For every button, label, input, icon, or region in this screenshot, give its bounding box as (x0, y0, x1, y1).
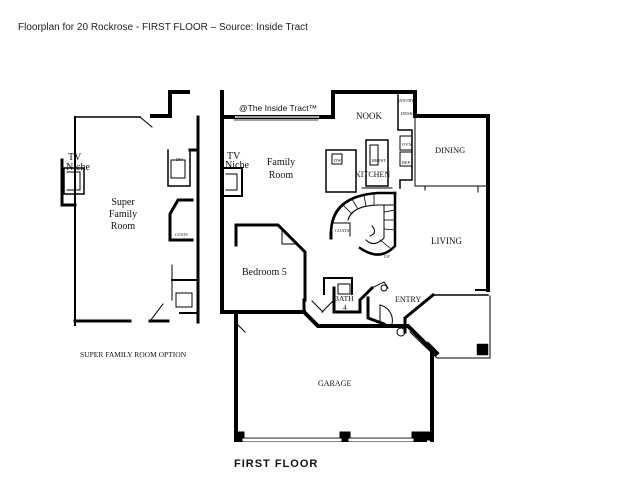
pantry-label: PANTRY (397, 98, 415, 103)
dining-label: DINING (435, 145, 465, 155)
main-plan-labels: @The Inside Tract™ TV Niche Family Room … (225, 98, 465, 388)
main-plan-walls (220, 90, 491, 442)
garage-label: GARAGE (318, 379, 351, 388)
dw-label: DW (334, 158, 342, 163)
bath-number: 4 (343, 303, 347, 312)
living-label: LIVING (431, 236, 462, 246)
option-dw-label: DW (176, 157, 183, 162)
option-niche-label: Niche (66, 162, 90, 173)
stairs-up-label: UP (384, 254, 390, 259)
niche-label: Niche (225, 160, 249, 171)
option-plan-walls (60, 90, 200, 326)
page-title: Floorplan for 20 Rockrose - FIRST FLOOR … (18, 22, 308, 33)
first-floor-caption: FIRST FLOOR (234, 458, 319, 470)
super-family-room-label-line2: Family (109, 209, 137, 220)
bkfst-label: BKFST (372, 158, 386, 163)
option-coats-label: COATS (175, 232, 188, 237)
ref-label: REF (402, 160, 411, 165)
desk-label: DESK (401, 111, 414, 116)
nook-label: NOOK (356, 111, 382, 121)
family-room-label-line2: Room (269, 170, 294, 181)
inside-tract-watermark: @The Inside Tract™ (239, 103, 317, 113)
kitchen-label: KITCHEN (355, 170, 390, 179)
option-tv-label: TV (68, 152, 82, 163)
super-family-room-label-line1: Super (111, 197, 135, 208)
oven-label: OVN (402, 142, 412, 147)
coats-label: COATS (335, 228, 350, 233)
bedroom5-label: Bedroom 5 (242, 267, 287, 278)
option-plan-labels: TV Niche Super Family Room DW COATS SUPE… (66, 152, 188, 359)
super-family-room-option-caption: SUPER FAMILY ROOM OPTION (80, 350, 187, 359)
super-family-room-label-line3: Room (111, 221, 136, 232)
family-room-label-line1: Family (267, 157, 295, 168)
tv-label: TV (227, 151, 241, 162)
bath-label: BATH (334, 294, 354, 303)
entry-label: ENTRY (395, 295, 421, 304)
